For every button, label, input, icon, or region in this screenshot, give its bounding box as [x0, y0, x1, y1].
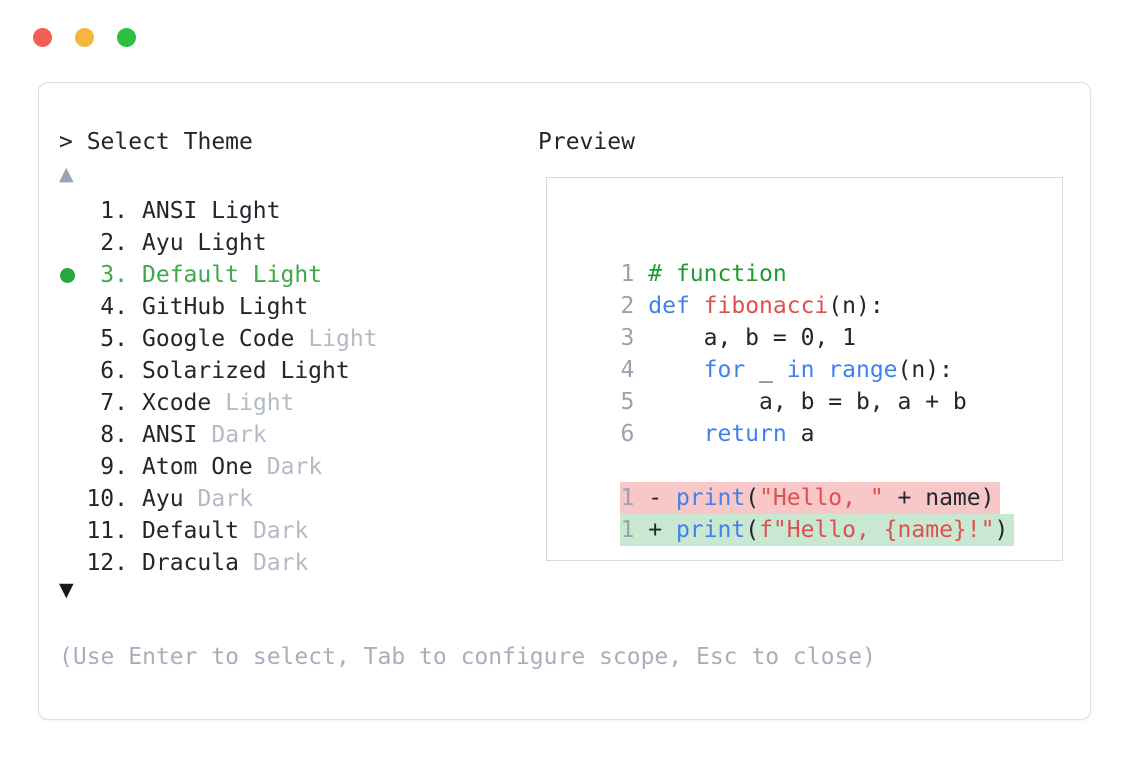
- code-tokens: for _ in range(n):: [703, 357, 953, 383]
- theme-list-item[interactable]: 10. Ayu Dark: [53, 483, 378, 515]
- line-number: 5: [620, 389, 635, 415]
- code-line: 1 # function: [565, 226, 1062, 287]
- code-tokens: return a: [703, 421, 815, 447]
- code-line: 3 a, b = 0, 1: [565, 290, 1062, 351]
- code-tokens: a, b = b, a + b: [648, 389, 967, 415]
- code-block: 1 # function 2 def fibonacci(n): 3 a, b = …: [547, 178, 1062, 546]
- selected-bullet-icon: [59, 267, 75, 283]
- theme-item-variant: Dark: [252, 518, 309, 544]
- theme-item-number: 4.: [100, 294, 128, 320]
- window-traffic-lights: [33, 28, 136, 47]
- theme-item-number: 12.: [86, 550, 128, 576]
- code-line: 1 + print(f"Hello, {name}!"): [565, 482, 1062, 546]
- scroll-down-icon[interactable]: ▼: [59, 579, 74, 601]
- theme-list-item[interactable]: 8. ANSI Dark: [53, 419, 378, 451]
- line-number: 3: [620, 325, 635, 351]
- theme-item-name: ANSI: [142, 422, 198, 448]
- line-number: 4: [620, 357, 635, 383]
- theme-item-name: Default Light: [142, 262, 323, 288]
- theme-item-name: Solarized Light: [142, 358, 350, 384]
- theme-item-number: 8.: [100, 422, 128, 448]
- theme-picker-panel: > Select Theme Preview ▲ 1. ANSI Light 2…: [38, 82, 1091, 720]
- theme-item-number: 6.: [100, 358, 128, 384]
- theme-item-name: Dracula: [142, 550, 239, 576]
- theme-item-number: 5.: [100, 326, 128, 352]
- theme-item-number: 3.: [100, 262, 128, 288]
- close-button[interactable]: [33, 28, 52, 47]
- theme-item-number: 10.: [86, 486, 128, 512]
- code-line: 2 def fibonacci(n):: [565, 258, 1062, 319]
- theme-item-name: Ayu Light: [142, 230, 267, 256]
- select-theme-prompt: > Select Theme: [59, 129, 253, 155]
- theme-list-item[interactable]: 6. Solarized Light: [53, 355, 378, 387]
- theme-item-name: Xcode: [142, 390, 212, 416]
- scroll-up-icon[interactable]: ▲: [59, 163, 74, 185]
- code-line: 1 - print("Hello, " + name): [565, 450, 1062, 514]
- code-line: 5 a, b = b, a + b: [565, 354, 1062, 415]
- theme-item-variant: Light: [308, 326, 378, 352]
- line-number: 1: [620, 261, 635, 287]
- preview-pane: 1 # function 2 def fibonacci(n): 3 a, b = …: [546, 177, 1063, 561]
- line-number: 2: [620, 293, 635, 319]
- theme-item-number: 7.: [100, 390, 128, 416]
- code-line: 4 for _ in range(n):: [565, 322, 1062, 383]
- zoom-button[interactable]: [117, 28, 136, 47]
- code-tokens: # function: [648, 261, 787, 287]
- theme-list-item[interactable]: 2. Ayu Light: [53, 227, 378, 259]
- theme-item-variant: Dark: [266, 454, 323, 480]
- theme-list-item[interactable]: 1. ANSI Light: [53, 195, 378, 227]
- line-number: 1: [620, 485, 635, 511]
- theme-list-item[interactable]: 5. Google Code Light: [53, 323, 378, 355]
- theme-item-variant: Dark: [252, 550, 309, 576]
- theme-item-number: 9.: [100, 454, 128, 480]
- theme-list-item[interactable]: 9. Atom One Dark: [53, 451, 378, 483]
- theme-list-item[interactable]: 7. Xcode Light: [53, 387, 378, 419]
- line-number: 6: [620, 421, 635, 447]
- theme-item-number: 11.: [86, 518, 128, 544]
- theme-list-item[interactable]: 3. Default Light: [53, 259, 378, 291]
- preview-title: Preview: [538, 129, 635, 155]
- theme-item-number: 2.: [100, 230, 128, 256]
- theme-item-variant: Dark: [197, 486, 253, 512]
- code-line: 6 return a: [565, 386, 1062, 447]
- minimize-button[interactable]: [75, 28, 94, 47]
- selected-indicator-cell: [53, 267, 81, 283]
- code-tokens: def fibonacci(n):: [648, 293, 884, 319]
- theme-item-name: Default: [142, 518, 239, 544]
- theme-item-name: Atom One: [142, 454, 253, 480]
- code-tokens: a, b = 0, 1: [648, 325, 856, 351]
- theme-item-variant: Light: [225, 390, 295, 416]
- theme-item-name: Google Code: [142, 326, 295, 352]
- theme-list-item[interactable]: 12. Dracula Dark: [53, 547, 378, 579]
- code-tokens: - print("Hello, " + name): [648, 485, 995, 511]
- theme-list-item[interactable]: 11. Default Dark: [53, 515, 378, 547]
- theme-item-name: GitHub Light: [142, 294, 309, 320]
- theme-item-variant: Dark: [211, 422, 267, 448]
- theme-item-name: Ayu: [142, 486, 184, 512]
- theme-list: 1. ANSI Light 2. Ayu Light 3. Default Li…: [53, 195, 378, 579]
- theme-item-name: ANSI Light: [142, 198, 281, 224]
- theme-item-number: 1.: [100, 198, 128, 224]
- code-tokens: + print(f"Hello, {name}!"): [648, 517, 1009, 543]
- theme-list-item[interactable]: 4. GitHub Light: [53, 291, 378, 323]
- keyboard-hint-text: (Use Enter to select, Tab to configure s…: [59, 644, 876, 670]
- line-number: 1: [620, 517, 635, 543]
